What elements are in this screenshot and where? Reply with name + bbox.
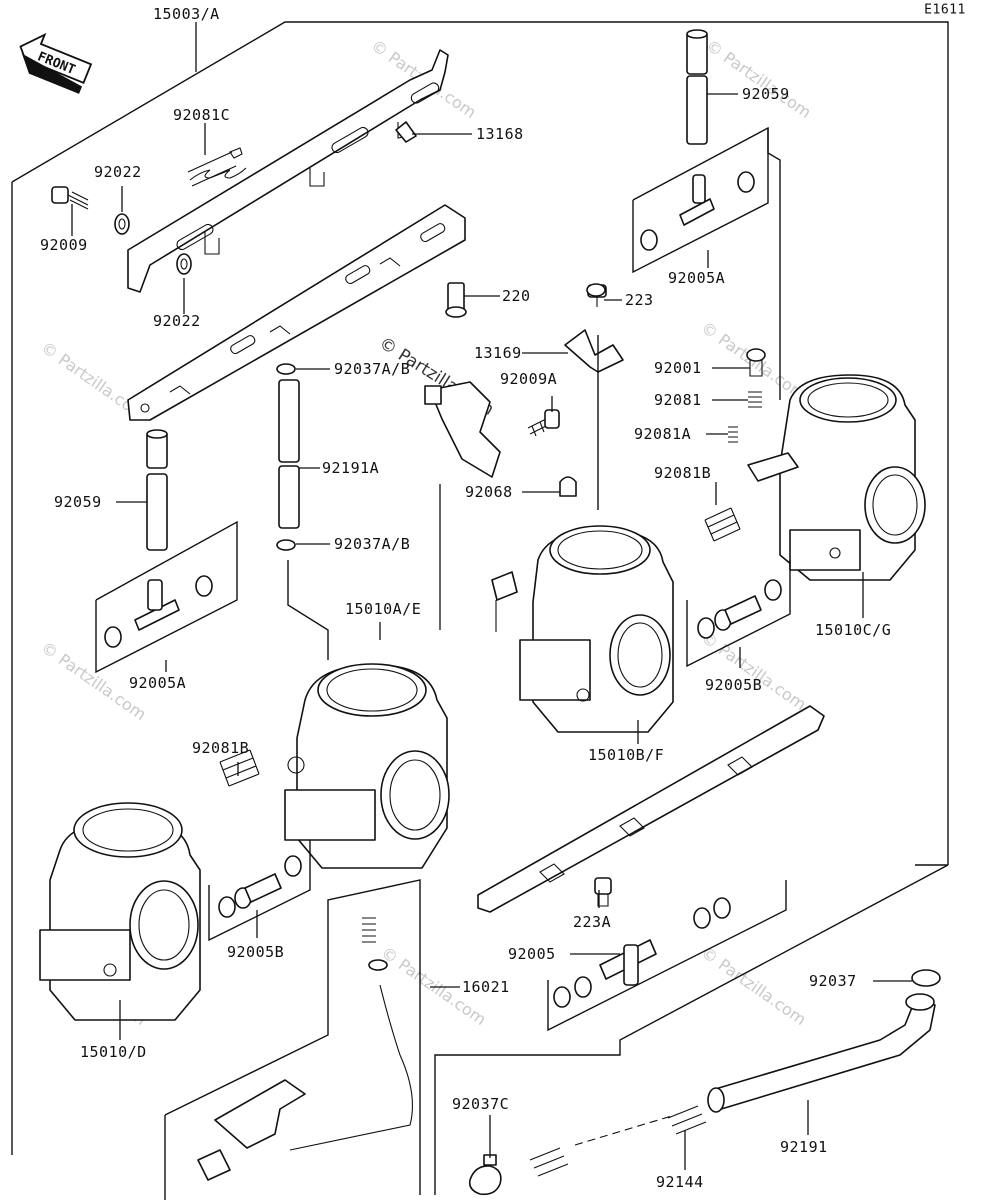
washer-92022b-icon <box>176 253 192 275</box>
carburetor-15010cg <box>747 128 926 581</box>
spring-92081-icon <box>748 391 762 408</box>
watermark-text: © Partzilla.com <box>698 628 810 714</box>
watermark-text: © Partzilla.com <box>703 36 815 122</box>
label-92005a-left: 92005A <box>129 674 186 692</box>
clip-92037a-icon <box>276 363 296 375</box>
fitting-92005 <box>547 880 787 1032</box>
label-92081b-left: 92081B <box>192 739 249 757</box>
screw-92009a-icon <box>527 409 560 437</box>
fitting-92005b-right <box>686 560 791 668</box>
label-92081c: 92081C <box>173 106 230 124</box>
label-92081a: 92081A <box>634 425 691 443</box>
screw-92009-icon <box>51 186 89 210</box>
hose-92191-icon <box>707 993 936 1113</box>
throttle-stop-bracket-icon <box>424 381 501 478</box>
label-92005a-top: 92005A <box>668 269 725 287</box>
bolt-220-icon <box>445 282 467 318</box>
watermark-text: © Partzilla.com <box>698 943 810 1029</box>
hose-92144-icon <box>529 1105 707 1177</box>
label-92081: 92081 <box>654 391 702 409</box>
label-13169: 13169 <box>474 344 522 362</box>
label-13168: 13168 <box>476 125 524 143</box>
label-15010cg: 15010C/G <box>815 621 891 639</box>
label-223: 223 <box>625 291 654 309</box>
cap-92068-icon <box>559 476 577 497</box>
leader-lines <box>71 22 912 1170</box>
carburetor-15010d <box>39 802 201 1021</box>
bracket-13168-icon <box>395 121 417 143</box>
label-15010ae: 15010A/E <box>345 600 421 618</box>
label-92001: 92001 <box>654 359 702 377</box>
label-15010bf: 15010B/F <box>588 746 664 764</box>
label-16021: 16021 <box>462 978 510 996</box>
label-92037c: 92037C <box>452 1095 509 1113</box>
hose-92191a-icon <box>278 379 300 529</box>
label-92022-top: 92022 <box>94 163 142 181</box>
label-92037ab-top: 92037A/B <box>334 360 410 378</box>
label-92009: 92009 <box>40 236 88 254</box>
hose-92059-left-icon <box>146 429 168 551</box>
label-92037: 92037 <box>809 972 857 990</box>
upper-link-plate <box>127 49 449 293</box>
label-223a: 223A <box>573 913 611 931</box>
label-92005b-right: 92005B <box>705 676 762 694</box>
label-92068: 92068 <box>465 483 513 501</box>
label-92081b-right: 92081B <box>654 464 711 482</box>
lower-link-plate <box>127 204 466 421</box>
spring-92081a-icon <box>728 426 738 443</box>
label-92022-bottom: 92022 <box>153 312 201 330</box>
spring-92081b-right-icon <box>704 507 741 542</box>
label-92144: 92144 <box>656 1173 704 1191</box>
label-92005: 92005 <box>508 945 556 963</box>
frame-lines <box>11 21 949 1195</box>
screw-223-icon <box>586 283 606 297</box>
label-15003a: 15003/A <box>153 5 220 23</box>
clip-92037-icon <box>911 969 941 987</box>
hose-92059-right-icon <box>686 29 708 145</box>
carburetor-15010bf <box>491 335 674 733</box>
washer-92022-icon <box>114 213 130 235</box>
label-92009a: 92009A <box>500 370 557 388</box>
fitting-92005b-left <box>208 840 311 942</box>
label-92059-top: 92059 <box>742 85 790 103</box>
label-92059-left: 92059 <box>54 493 102 511</box>
label-92037ab-bottom: 92037A/B <box>334 535 410 553</box>
bracket-13169-icon <box>564 284 624 373</box>
lower-link-rod <box>477 705 825 913</box>
label-92005b-left: 92005B <box>227 943 284 961</box>
diagram-code: E1611 <box>924 3 966 18</box>
part-labels: 15003/A 92081C 13168 92022 92009 92022 2… <box>40 5 891 1191</box>
fitting-92005a-left <box>95 520 238 674</box>
label-92191a: 92191A <box>322 459 379 477</box>
label-92191: 92191 <box>780 1138 828 1156</box>
clip-92037c-icon <box>468 1154 502 1196</box>
clip-92037b-icon <box>276 539 296 551</box>
carburetor-15010ae <box>284 560 450 869</box>
screw-223a-icon <box>594 877 612 907</box>
cable-16021 <box>164 879 421 1200</box>
label-220: 220 <box>502 287 531 305</box>
spring-92081c-icon <box>187 147 247 187</box>
fitting-92005a-right <box>632 126 769 274</box>
front-arrow-icon: FRONT <box>19 32 93 94</box>
label-15010d: 15010/D <box>80 1043 147 1061</box>
